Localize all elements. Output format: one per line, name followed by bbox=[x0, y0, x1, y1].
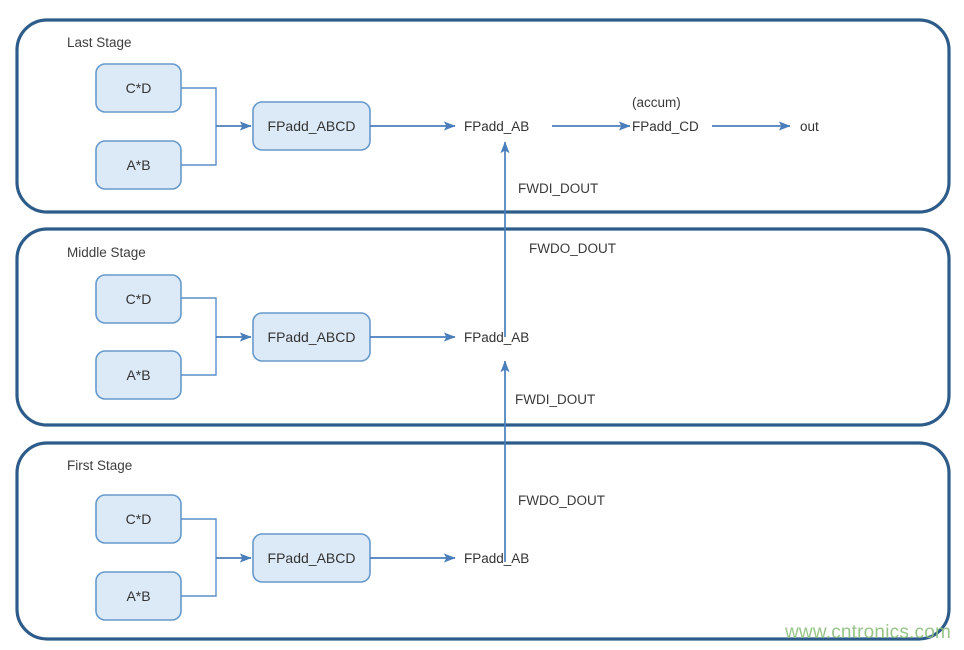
output-out-last: out bbox=[800, 119, 819, 134]
stage-label-middle: Middle Stage bbox=[67, 245, 146, 260]
node-cd-last-label: C*D bbox=[126, 80, 152, 96]
node-cd-middle bbox=[95, 274, 182, 324]
output-fpadd-ab-middle: FPadd_AB bbox=[464, 330, 529, 345]
signal-label-fwdi-dout-middle: FWDI_DOUT bbox=[515, 392, 595, 407]
node-ab-last-label: A*B bbox=[126, 157, 150, 173]
node-fpadd-abcd-middle-label: FPadd_ABCD bbox=[268, 329, 356, 345]
node-cd-middle-label: C*D bbox=[126, 291, 152, 307]
output-fpadd-ab-first: FPadd_AB bbox=[464, 551, 529, 566]
stage-label-first: First Stage bbox=[67, 458, 132, 473]
join-bracket-last bbox=[181, 87, 217, 166]
signal-label-fwdo-dout-middle: FWDO_DOUT bbox=[529, 241, 616, 256]
node-fpadd-abcd-first-label: FPadd_ABCD bbox=[268, 550, 356, 566]
watermark: www.cntronics.com bbox=[785, 622, 951, 643]
node-ab-first-label: A*B bbox=[126, 588, 150, 604]
stage-label-last: Last Stage bbox=[67, 35, 132, 50]
join-bracket-first bbox=[181, 518, 217, 597]
stage-frame-middle bbox=[15, 227, 951, 427]
output-fpadd-ab-last: FPadd_AB bbox=[464, 119, 529, 134]
node-ab-middle-label: A*B bbox=[126, 367, 150, 383]
signal-label-fwdo-dout-first: FWDO_DOUT bbox=[518, 493, 605, 508]
join-bracket-middle bbox=[181, 297, 217, 376]
output-fpadd-cd-last: FPadd_CD bbox=[632, 119, 699, 134]
signal-label-fwdi-dout-last: FWDI_DOUT bbox=[518, 181, 598, 196]
stage-frame-first bbox=[15, 441, 951, 641]
node-cd-first-label: C*D bbox=[126, 511, 152, 527]
node-fpadd-abcd-last-label: FPadd_ABCD bbox=[268, 118, 356, 134]
stage-frame-last bbox=[15, 18, 951, 214]
accum-note-last: (accum) bbox=[632, 95, 681, 110]
